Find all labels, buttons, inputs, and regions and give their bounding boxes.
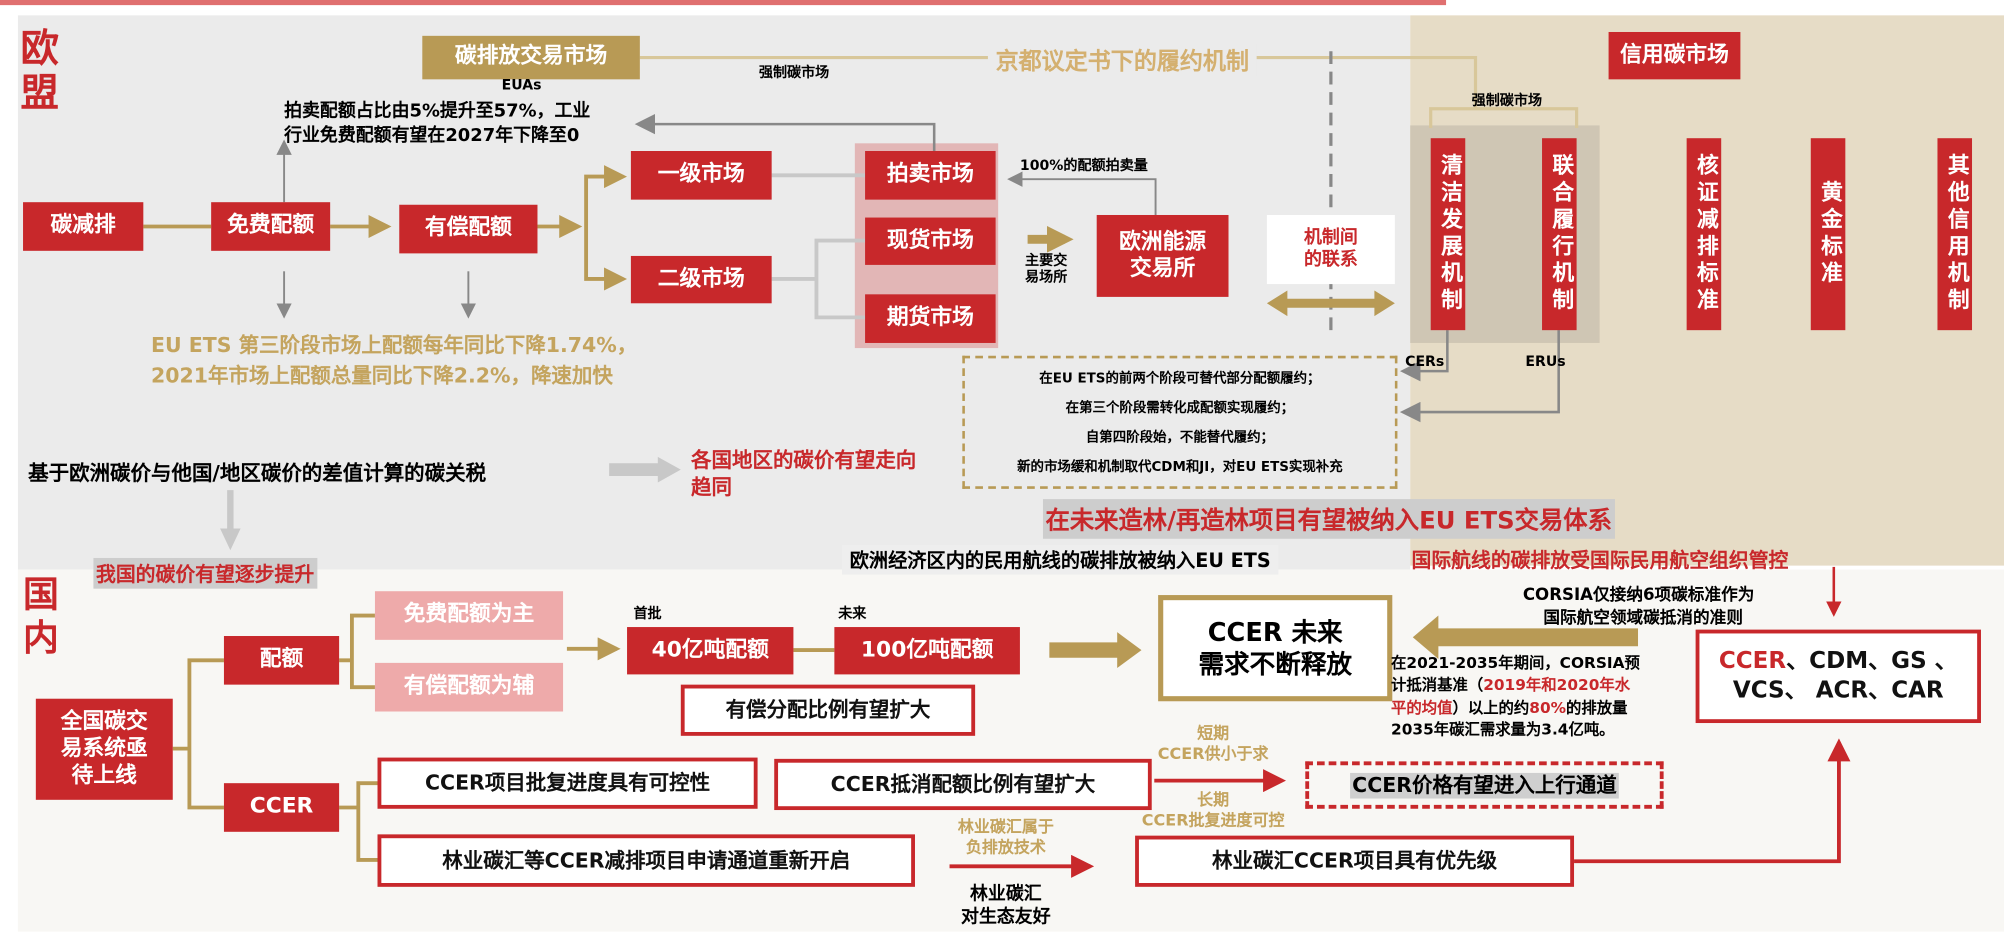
mandatory-market-label-2: 强制碳市场 [1471,92,1543,109]
corsia-pct: 80% [1529,698,1567,717]
eco-friendly-line1: 林业碳汇 [970,884,1042,905]
allowance-box: 配额 [223,636,340,685]
free-main-box: 免费配额为主 [374,591,564,640]
credit-market-box: 信用碳市场 [1608,31,1741,80]
carbon-reduction-box: 碳减排 [23,202,144,251]
auction-volume-label: 100%的配额拍卖量 [1019,157,1148,175]
corsia-paragraph: 在2021-2035年期间，CORSIA预 计抵消基准（2019年和2020年水… [1391,653,1647,742]
first-batch-label: 首批 [633,605,662,622]
paid-allowance-box: 有偿配额 [399,204,538,254]
negative-emission-line1: 林业碳汇属于 [957,816,1054,836]
main-venue-label: 主要交易场所 [1025,252,1068,286]
spot-market-box: 现货市场 [865,217,996,265]
corsia-baseline-highlight: 2019年和2020年水 [1483,676,1631,695]
ccer-offset-box: CCER抵消配额比例有望扩大 [774,758,1152,811]
auction-note-line2: 行业免费配额有望在2027年下降至0 [284,125,580,146]
quota-100-box: 100亿吨配额 [834,627,1020,675]
price-up-text: CCER价格有望进入上行通道 [1349,772,1620,798]
negative-emission-label: 林业碳汇属于 负排放技术 [942,816,1070,858]
future-label: 未来 [838,605,867,622]
standards-line2: VCS、 ACR、CAR [1732,676,1944,704]
auction-market-box: 拍卖市场 [865,151,996,200]
phase-line: 在EU ETS的前两个阶段可替代部分配额履约； [1039,371,1321,387]
long-term-label: 长期 CCER批复进度可控 [1124,790,1303,832]
cers-label: CERs [1405,353,1445,370]
price-rise-label: 我国的碳价有望逐步提升 [93,557,317,589]
ets-market-box: 碳排放交易市场 [422,35,640,80]
eco-friendly-label: 林业碳汇 对生态友好 [942,883,1070,930]
priority-box: 林业碳汇CCER项目具有优先级 [1135,835,1575,887]
ccer-demand-line1: CCER 未来 [1207,616,1343,647]
cn-region-label: 国内 [23,573,59,659]
kyoto-label: 京都议定书下的履约机制 [987,43,1257,77]
euas-label: EUAs [501,76,542,94]
short-term-title: 短期 [1197,723,1230,743]
ccer-demand-line2: 需求不断释放 [1198,648,1353,679]
corsia-para-line4: 2035年碳汇需求量为3.4亿吨。 [1391,720,1615,739]
top-accent-line [0,0,1447,6]
eco-friendly-line2: 对生态友好 [961,907,1051,929]
forestry-label: 在未来造林/再造林项目有望被纳入EU ETS交易体系 [1042,499,1615,539]
link-box: 机制间的联系 [1266,214,1395,285]
mechanism-vcs: 核证减排标准 [1686,138,1722,331]
standards-line1: 、CDM、GS 、 [1786,647,1958,675]
price-up-box: CCER价格有望进入上行通道 [1305,761,1664,809]
paid-expand-box: 有偿分配比例有望扩大 [680,684,976,736]
phase-line: 新的市场缓和机制取代CDM和JI，对EU ETS实现补充 [1017,459,1343,475]
mechanism-gold: 黄金标准 [1810,138,1846,331]
long-term-text: CCER批复进度可控 [1141,810,1285,830]
corsia-baseline-highlight-2: 平的均值 [1391,698,1453,717]
decline-line1: EU ETS 第三阶段市场上配额每年同比下降1.74%， [151,332,638,358]
eu-region-label: 欧盟 [20,26,59,116]
erus-label: ERUs [1525,353,1566,370]
corsia-para-line2: 计抵消基准（ [1391,676,1484,695]
mandatory-market-label: 强制碳市场 [758,63,830,81]
phase-line: 在第三个阶段需转化成配额实现履约； [1065,400,1295,416]
reopen-box: 林业碳汇等CCER减排项目申请通道重新开启 [377,834,915,887]
cbam-label: 基于欧洲碳价与他国/地区碳价的差值计算的碳关税 [28,460,487,486]
primary-market-box: 一级市场 [630,151,772,200]
paid-aux-box: 有偿配额为辅 [374,662,564,712]
standards-box: CCER、CDM、GS 、 VCS、 ACR、CAR [1695,629,1981,724]
short-term-text: CCER供小于求 [1157,743,1269,764]
eex-box: 欧洲能源交易所 [1096,214,1229,297]
negative-emission-line2: 负排放技术 [965,837,1046,857]
converge-label: 各国地区的碳价有望走向趋同 [691,447,917,499]
mechanism-cdm: 清洁发展机制 [1430,138,1466,331]
phase-line: 自第四阶段始，不能替代履约； [1085,429,1274,446]
ccer-control-box: CCER项目批复进度具有可控性 [377,757,758,809]
corsia-para-line3: ）以上的约 [1452,698,1530,717]
futures-market-box: 期货市场 [865,294,996,343]
mechanism-ji: 联合履行机制 [1542,138,1577,331]
free-allowance-box: 免费配额 [211,202,331,251]
corsia-para-line1: 在2021-2035年期间，CORSIA预 [1391,653,1640,672]
national-ets-box: 全国碳交易系统亟待上线 [35,698,173,800]
aviation-eea-label: 欧洲经济区内的民用航线的碳排放被纳入EU ETS [842,545,1279,575]
ccer-box: CCER [223,783,340,832]
standards-ccer: CCER [1718,647,1787,675]
ccer-demand-box: CCER 未来 需求不断释放 [1158,595,1393,702]
auction-note-line1: 拍卖配额占比由5%提升至57%，工业 [284,101,591,122]
phases-dashed-box: 在EU ETS的前两个阶段可替代部分配额履约； 在第三个阶段需转化成配额实现履约… [962,355,1398,489]
aviation-intl-label: 国际航线的碳排放受国际民用航空组织管控 [1411,548,1789,573]
decline-line2: 2021年市场上配额总量同比下降2.2%，降速加快 [151,363,613,388]
corsia-para-line3b: 的排放量 [1566,698,1628,717]
short-term-label: 短期 CCER供小于求 [1149,723,1277,765]
corsia-line2: 国际航空领域碳抵消的准则 [1543,609,1743,629]
corsia-line1: CORSIA仅接纳6项碳标准作为 [1522,586,1755,606]
long-term-title: 长期 [1197,789,1230,809]
mechanism-other: 其他信用机制 [1937,138,1973,331]
quota-40-box: 40亿吨配额 [627,627,794,675]
secondary-market-box: 二级市场 [630,255,772,304]
